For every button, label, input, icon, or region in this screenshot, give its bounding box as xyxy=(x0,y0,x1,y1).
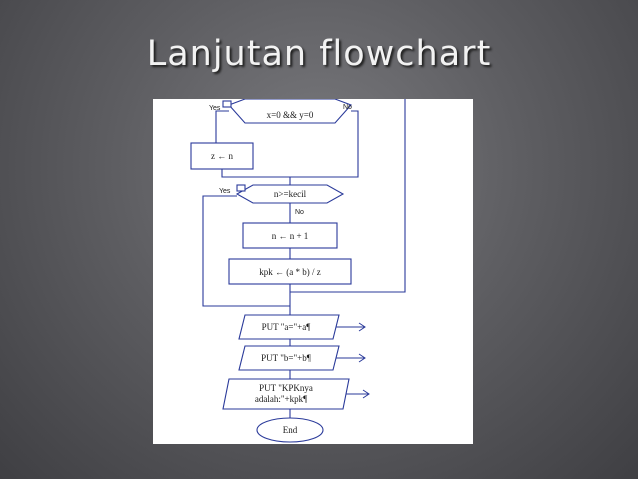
decision2-marker xyxy=(236,184,246,192)
decision1-label: x=0 && y=0 xyxy=(267,110,314,120)
end-label: End xyxy=(283,425,298,435)
end-terminator xyxy=(256,417,324,443)
decision2-yes-label: Yes xyxy=(219,188,231,195)
output-a-label: PUT "a="+a¶ xyxy=(262,322,311,332)
output-b-label: PUT "b="+b¶ xyxy=(261,353,311,363)
flowchart-diagram: Yes No x=0 && y=0 z ← n Yes n>=kecil No … xyxy=(190,99,406,443)
compute-kpk-label: kpk ← (a * b) / z xyxy=(259,267,320,277)
decision1-no-line xyxy=(290,110,359,178)
output-b-arrow xyxy=(336,353,366,363)
output-kpk-line1: PUT "KPKnya xyxy=(259,383,313,393)
decision-x-y-zero xyxy=(228,99,352,124)
output-a xyxy=(238,314,340,340)
decision2-label: n>=kecil xyxy=(274,189,307,199)
decision1-marker xyxy=(222,100,232,108)
loop-back-line xyxy=(290,99,406,293)
assign-z-out-line xyxy=(221,169,291,185)
flowchart-figure: Yes No x=0 && y=0 z ← n Yes n>=kecil No … xyxy=(153,99,473,444)
assign-z-label: z ← n xyxy=(211,151,233,161)
process-increment-n xyxy=(242,222,338,249)
decision1-yes-label: Yes xyxy=(209,105,221,112)
decision1-no-label: No xyxy=(343,104,352,111)
slide-title: Lanjutan flowchart xyxy=(146,34,492,74)
output-kpk-arrow xyxy=(346,389,370,399)
output-kpk xyxy=(222,378,350,410)
decision2-no-label: No xyxy=(295,209,304,216)
decision2-yes-line xyxy=(202,195,290,307)
decision1-yes-line xyxy=(215,110,229,143)
output-kpk-line2: adalah:"+kpk¶ xyxy=(255,394,307,404)
output-b xyxy=(238,345,340,371)
increment-label: n ← n + 1 xyxy=(272,231,309,241)
decision-n-ge-kecil xyxy=(235,184,345,204)
output-a-arrow xyxy=(336,322,366,332)
